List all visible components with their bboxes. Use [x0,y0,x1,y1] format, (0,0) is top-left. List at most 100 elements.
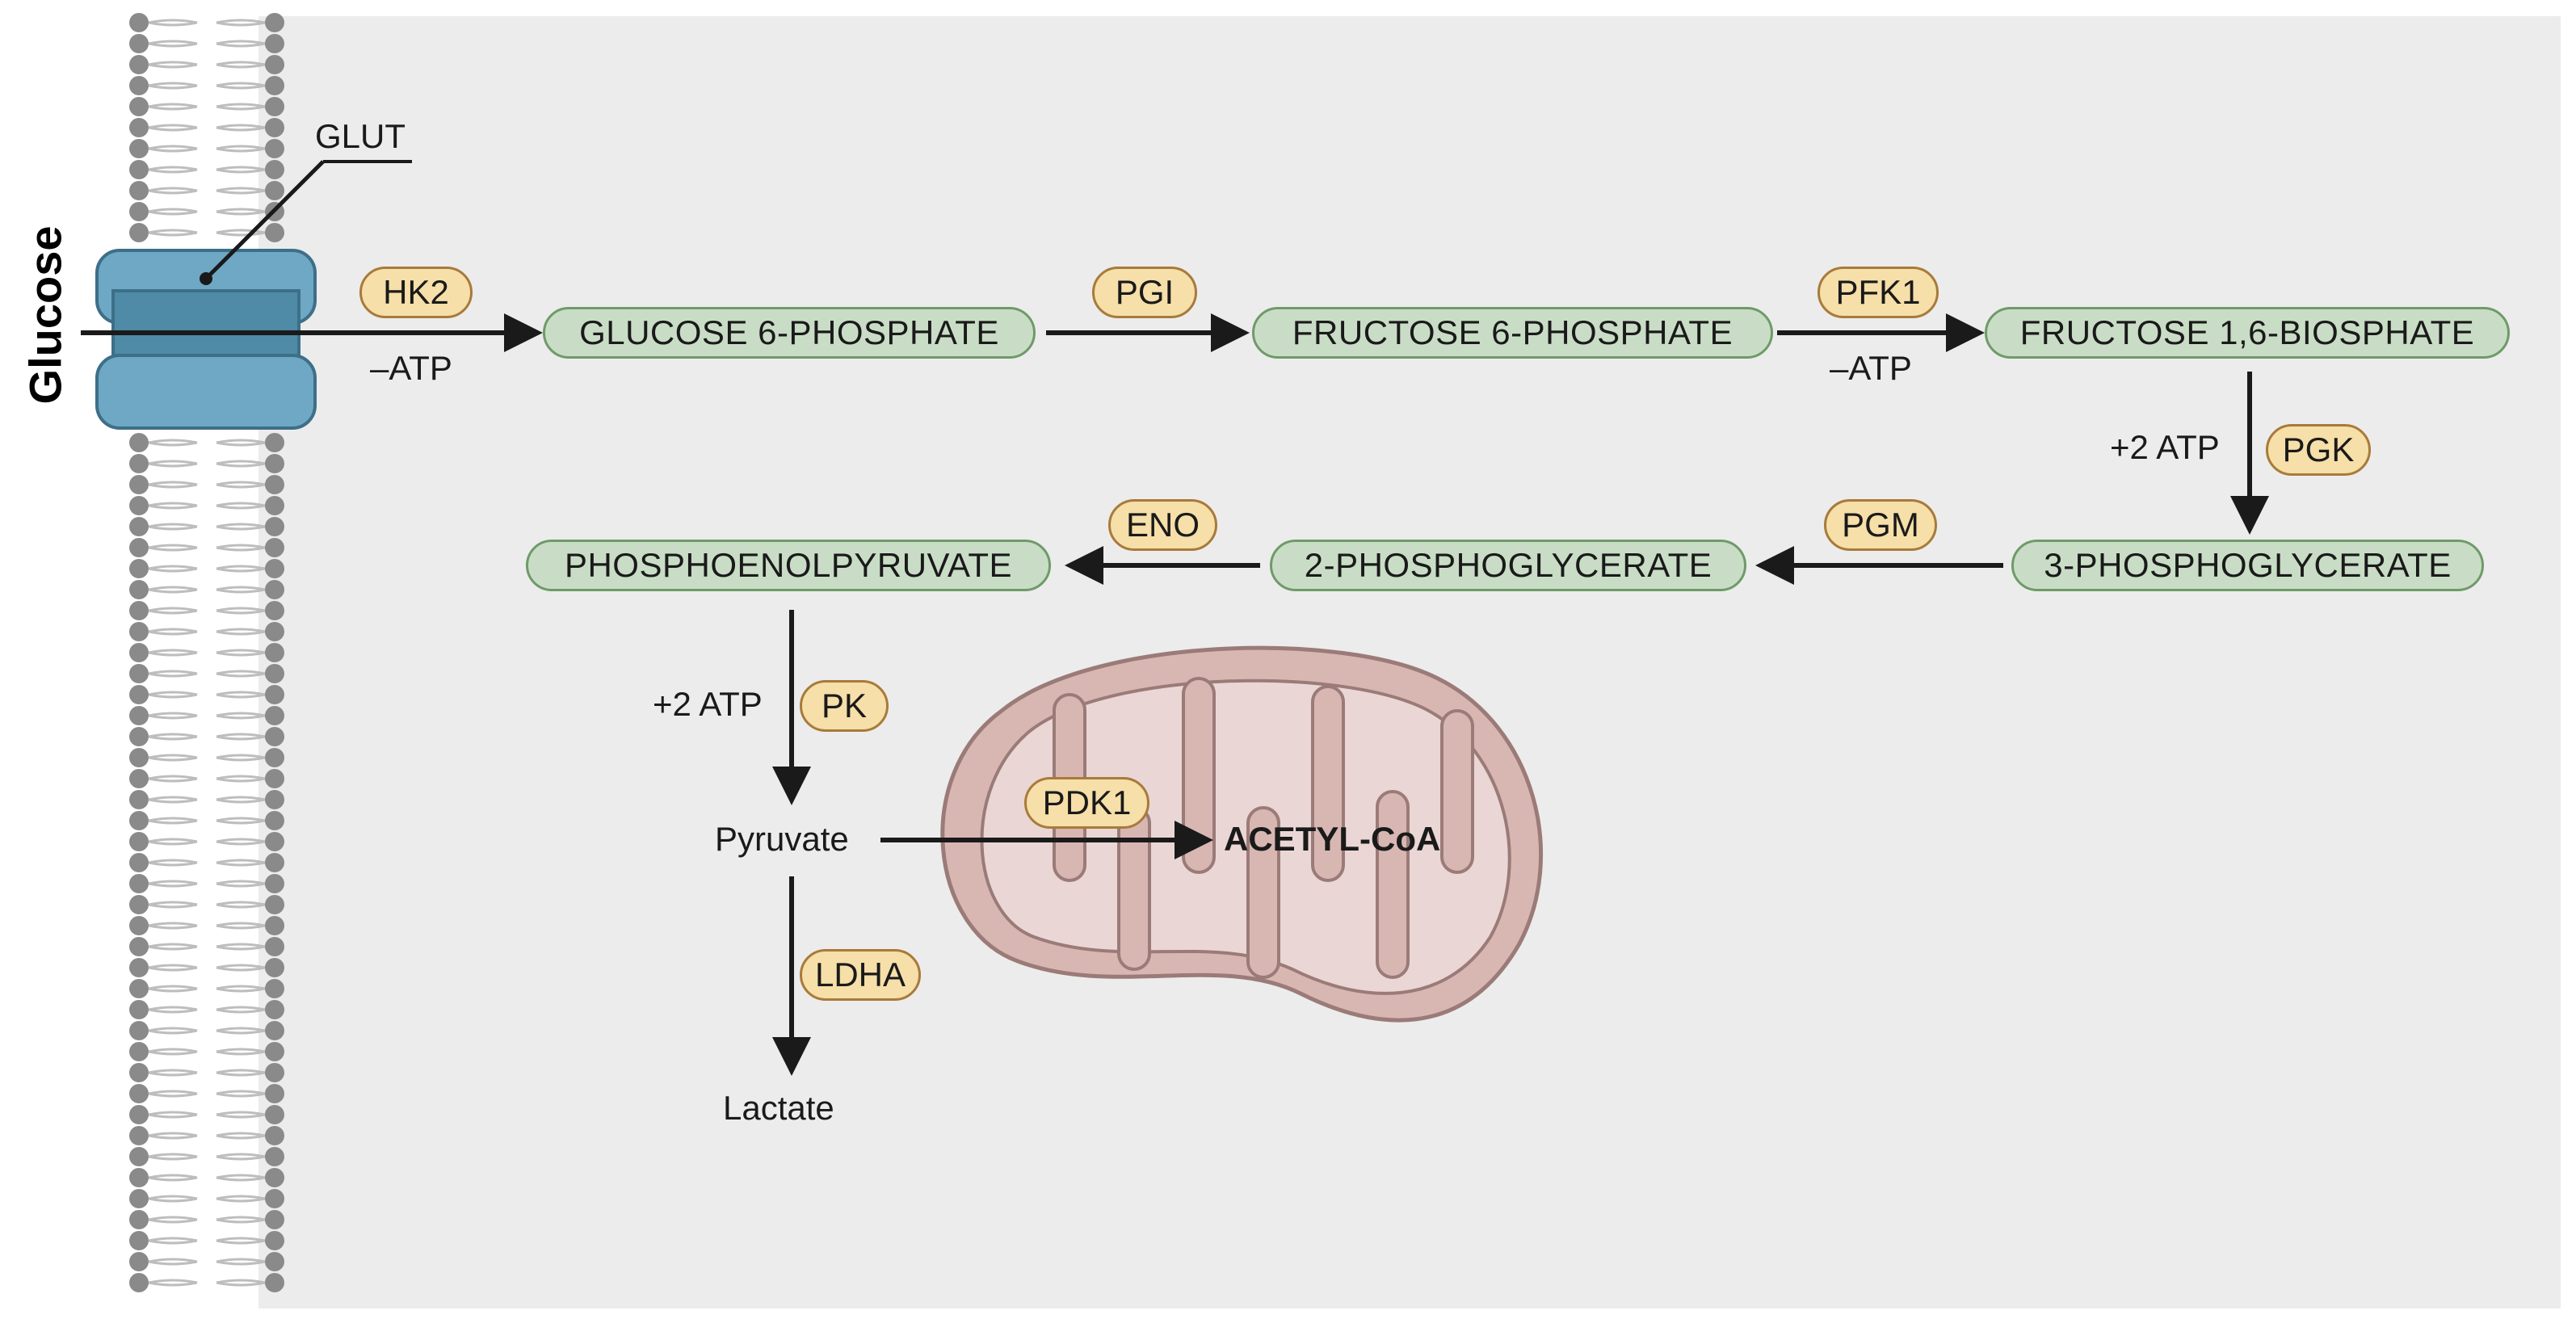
lipid-tail [148,754,266,762]
lipid-head [129,454,149,473]
acetyl-coa-label: ACETYL-CoA [1224,820,1441,858]
lipid-head [129,13,149,32]
lipid-tail [148,1216,266,1224]
lipid-tail [148,1195,266,1203]
lipid-head [265,1126,284,1145]
mitochondrion-icon [940,645,1543,1023]
lipid-tail [148,82,266,90]
lipid-head [129,1168,149,1187]
lipid-head [265,895,284,914]
lipid-head [129,1105,149,1124]
lipid-head [129,1021,149,1040]
lipid-head [265,76,284,95]
lipid-head [265,727,284,746]
lipid-head [129,1084,149,1103]
lipid-tail [148,1279,266,1287]
lipid-tail [148,691,266,699]
lipid-tail [148,1027,266,1035]
lipid-head [265,1042,284,1061]
lipid-head [129,895,149,914]
lipid-head [265,13,284,32]
lipid-head [129,601,149,620]
glucose-label: Glucose [19,225,71,405]
lipid-tail [148,208,266,216]
pathway-arrows [81,313,2269,1076]
lipid-head [129,34,149,53]
lipid-head [265,853,284,872]
lipid-head [265,517,284,536]
lipid-head [129,1147,149,1166]
lipid-head [265,118,284,137]
lipid-head [265,538,284,557]
lipid-head [265,916,284,935]
2-phosphoglycerate-node: 2-PHOSPHOGLYCERATE [1270,540,1746,591]
lipid-head [129,580,149,599]
lipid-head [265,1273,284,1292]
lipid-head [265,1147,284,1166]
lipid-head [129,916,149,935]
lipid-tail [148,922,266,930]
lipid-tail [148,439,266,447]
lipid-head [265,790,284,809]
lipid-head [129,118,149,137]
lipid-head [129,496,149,515]
lipid-head [129,1231,149,1250]
cytoplasm-background [258,16,2561,1308]
lipid-tail [148,985,266,993]
hk2-enzyme: HK2 [359,267,473,318]
fructose-6-phosphate-node: FRUCTOSE 6-PHOSPHATE [1252,307,1773,359]
lipid-tail [148,481,266,489]
pgm-enzyme: PGM [1824,499,1937,551]
fructose-1-6-bisphosphate-node: FRUCTOSE 1,6-BIOSPHATE [1985,307,2510,359]
pgi-enzyme: PGI [1092,267,1197,318]
lipid-tail [148,166,266,174]
lipid-tail [148,775,266,783]
lipid-tail [148,1006,266,1014]
3-phosphoglycerate-node: 3-PHOSPHOGLYCERATE [2011,540,2484,591]
lipid-tail [148,649,266,657]
lipid-head [265,1252,284,1271]
lipid-head [129,559,149,578]
lipid-head [265,769,284,788]
lipid-head [129,223,149,242]
atp-cost-pfk1: –ATP [1830,349,1912,387]
lipid-tail [148,859,266,867]
lipid-head [265,1210,284,1229]
lipid-head [265,979,284,998]
lipid-head [265,34,284,53]
lipid-tail [148,103,266,111]
lipid-tail [148,733,266,741]
pdk1-enzyme: PDK1 [1024,777,1149,829]
lipid-tail [148,544,266,552]
lipid-head [129,643,149,662]
lipid-head [129,202,149,221]
lipid-head [129,769,149,788]
lipid-head [265,433,284,452]
lipid-head [129,853,149,872]
lipid-head [129,958,149,977]
lactate-label: Lactate [723,1089,834,1127]
lipid-tail [148,712,266,720]
lipid-head [265,685,284,704]
lipid-head [265,139,284,158]
lipid-tail [148,1048,266,1056]
lipid-head [265,1105,284,1124]
lipid-head [265,811,284,830]
lipid-head [129,748,149,767]
lipid-tail [148,901,266,909]
lipid-head [129,1042,149,1061]
lipid-tail [148,1132,266,1140]
lipid-tail [148,502,266,510]
lipid-tail [148,817,266,825]
lipid-head [129,1273,149,1292]
lipid-head [265,1189,284,1208]
atp-gain-pgk: +2 ATP [2110,428,2220,466]
lipid-head [265,496,284,515]
lipid-head [129,937,149,956]
atp-cost-hk2: –ATP [370,349,452,387]
lipid-head [265,664,284,683]
lipid-tail [148,1090,266,1098]
lipid-tail [148,586,266,594]
lipid-tail [148,460,266,468]
lipid-head [129,1252,149,1271]
